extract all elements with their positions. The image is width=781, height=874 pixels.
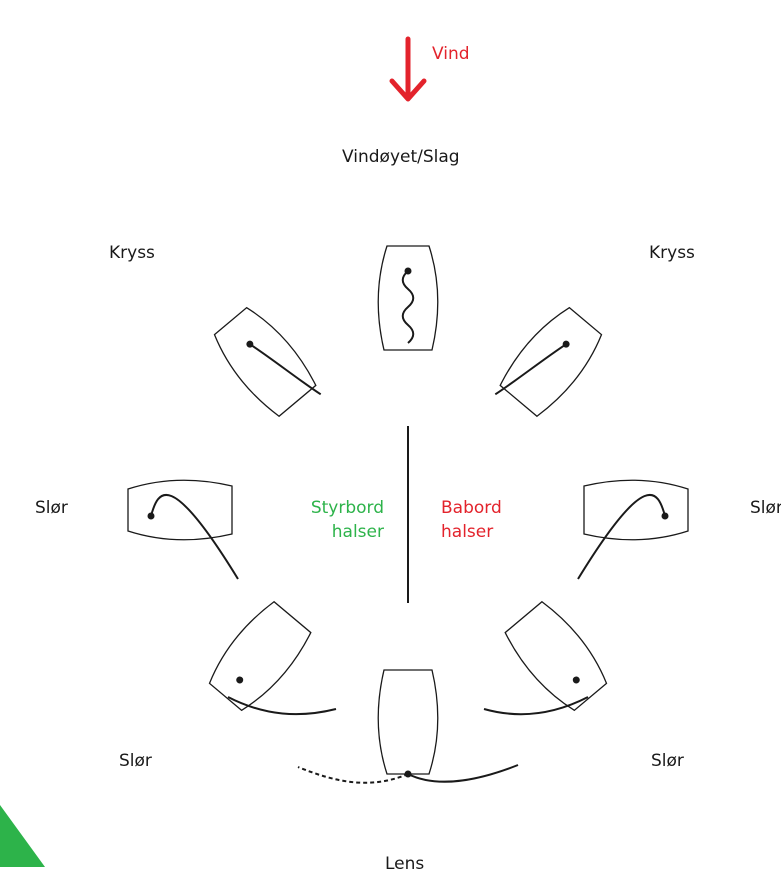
- corner-accent: [0, 805, 45, 867]
- boat-close-hauled-port: [489, 302, 608, 427]
- point-beam-reach-left-label: Slør: [35, 500, 68, 517]
- sheet-line-alternate: [298, 767, 408, 783]
- boat-running: [378, 670, 437, 774]
- boat-close-hauled-starboard: [208, 302, 327, 427]
- port-tack-line1: Babord: [441, 496, 543, 520]
- wind-label: Vind: [432, 46, 470, 63]
- boat-beam-reach-starboard: [128, 480, 238, 579]
- boat-broad-reach-port: [501, 598, 613, 716]
- starboard-tack-line1: Styrbord: [282, 496, 384, 520]
- port-tack-line2: halser: [441, 520, 543, 544]
- point-broad-reach-left-label: Slør: [119, 753, 152, 770]
- sheet-line: [228, 697, 336, 714]
- point-beam-reach-right-label: Slør: [750, 500, 781, 517]
- point-running-label: Lens: [385, 856, 424, 873]
- point-head-to-wind-label: Vindøyet/Slag: [342, 149, 460, 166]
- sheet-line: [484, 697, 588, 714]
- starboard-tack-label: Styrbord halser: [282, 496, 384, 544]
- port-tack-label: Babord halser: [441, 496, 543, 544]
- starboard-tack-line2: halser: [282, 520, 384, 544]
- boat-head-to-wind: [378, 246, 437, 350]
- boat-broad-reach-starboard: [203, 598, 315, 716]
- point-close-hauled-right-label: Kryss: [649, 245, 695, 262]
- wind-arrow-icon: [392, 39, 424, 99]
- sheet-line: [408, 765, 518, 782]
- point-close-hauled-left-label: Kryss: [109, 245, 155, 262]
- boat-beam-reach-port: [578, 480, 688, 579]
- point-broad-reach-right-label: Slør: [651, 753, 684, 770]
